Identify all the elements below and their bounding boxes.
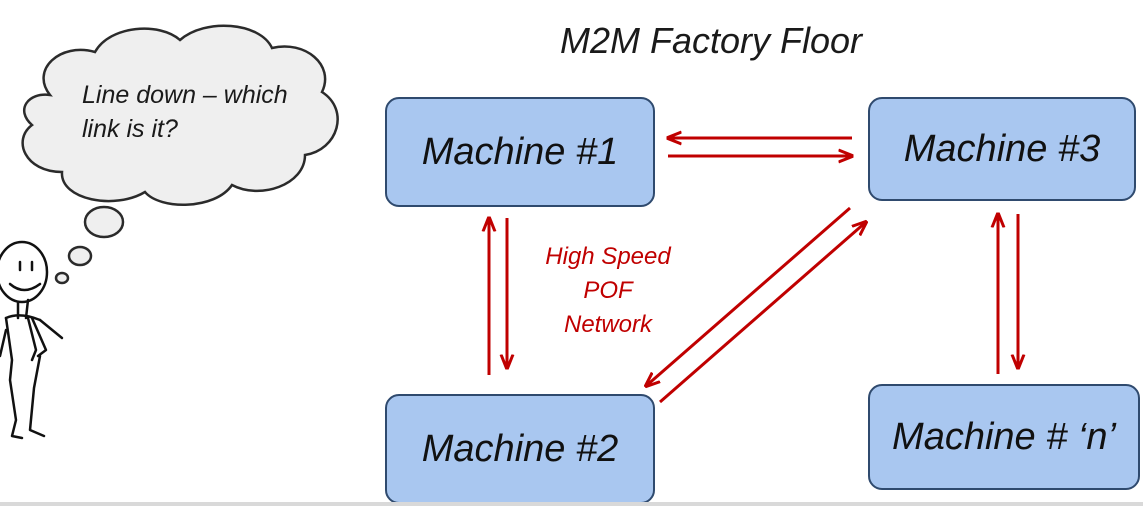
thought-line-2: link is it?: [82, 115, 178, 143]
thought-bubble-large: [83, 205, 125, 239]
machine-2-label: Machine #2: [421, 427, 619, 470]
network-label: High Speed POF Network: [528, 240, 688, 342]
network-links: [489, 138, 1018, 404]
network-label-line-1: High Speed: [545, 243, 671, 270]
link-m2-to-m3: [659, 222, 866, 404]
stick-figure-icon: [0, 240, 64, 440]
diagram-title: M2M Factory Floor: [560, 20, 863, 61]
thought-line-1: Line down – which: [82, 81, 288, 109]
machine-n-node: Machine # ‘n’: [868, 384, 1140, 490]
machine-2-node: Machine #2: [385, 394, 655, 504]
bottom-divider: [0, 502, 1143, 506]
machine-1-label: Machine #1: [421, 130, 619, 173]
thought-cloud-shape: [21, 24, 339, 206]
thought-text: Line down – which link is it?: [82, 78, 322, 146]
machine-n-label: Machine # ‘n’: [892, 415, 1116, 458]
thought-bubble-small: [54, 271, 70, 285]
network-label-line-3: Network: [563, 311, 653, 338]
network-label-line-2: POF: [583, 277, 633, 304]
thought-cloud: [21, 24, 339, 285]
machine-3-label: Machine #3: [903, 127, 1101, 170]
machine-1-node: Machine #1: [385, 97, 655, 207]
link-m3-to-m2: [646, 206, 851, 386]
thought-bubble-medium: [67, 245, 93, 267]
machine-3-node: Machine #3: [868, 97, 1136, 201]
